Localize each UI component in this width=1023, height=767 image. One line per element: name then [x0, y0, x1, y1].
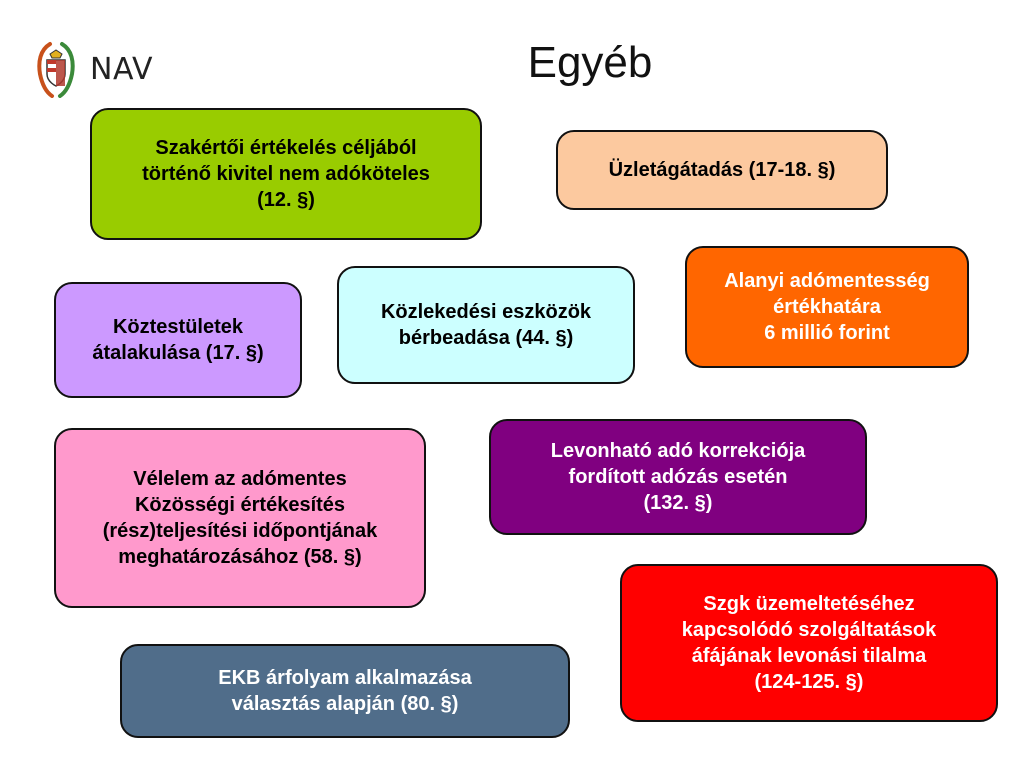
box-car-services: Szgk üzemeltetéséhez kapcsolódó szolgált…	[620, 564, 998, 722]
nav-logo-text: NAV	[90, 52, 154, 87]
box-bodies-line-2: átalakulása (17. §)	[92, 342, 264, 364]
box-vehicle-line-2: bérbeadása (44. §)	[398, 327, 574, 349]
box-car-line-2: kapcsolódó szolgáltatások	[681, 619, 937, 641]
box-ecb-rate: EKB árfolyam alkalmazása választás alapj…	[120, 644, 570, 738]
box-expert-line-1: Szakértői értékelés céljából	[155, 137, 417, 159]
box-presumption-line-1: Vélelem az adómentes	[133, 468, 347, 490]
box-presumption-line-3: (rész)teljesítési időpontjának	[102, 520, 378, 542]
nav-emblem-icon	[37, 42, 75, 98]
box-exemption-line-1: Alanyi adómentesség	[724, 270, 930, 292]
box-presumption-line-2: Közösségi értékesítés	[134, 494, 346, 516]
box-deductible-correction: Levonható adó korrekciója fordított adóz…	[489, 419, 867, 535]
nav-logo: NAV	[36, 40, 176, 100]
box-deductible-line-2: fordított adózás esetén	[568, 466, 788, 488]
box-vehicle-rental: Közlekedési eszközök bérbeadása (44. §)	[337, 266, 635, 384]
box-public-bodies: Köztestületek átalakulása (17. §)	[54, 282, 302, 398]
box-expert-line-3: (12. §)	[257, 189, 315, 211]
box-presumption-line-4: meghatározásához (58. §)	[118, 546, 362, 568]
box-transfer-line-1: Üzletágátadás (17-18. §)	[608, 159, 836, 181]
box-business-transfer: Üzletágátadás (17-18. §)	[556, 130, 888, 210]
box-exemption-threshold: Alanyi adómentesség értékhatára 6 millió…	[685, 246, 969, 368]
box-exemption-line-3: 6 millió forint	[764, 322, 890, 344]
box-ecb-line-1: EKB árfolyam alkalmazása	[218, 667, 472, 689]
box-vehicle-line-1: Közlekedési eszközök	[380, 301, 592, 323]
box-deductible-line-1: Levonható adó korrekciója	[550, 440, 806, 462]
page-title: Egyéb	[527, 38, 653, 87]
box-deductible-line-3: (132. §)	[643, 492, 713, 514]
box-ecb-line-2: választás alapján (80. §)	[231, 693, 459, 715]
box-presumption: Vélelem az adómentes Közösségi értékesít…	[54, 428, 426, 608]
box-car-line-3: áfájának levonási tilalma	[691, 645, 927, 667]
box-bodies-line-1: Köztestületek	[112, 316, 244, 338]
box-car-line-4: (124-125. §)	[754, 671, 864, 693]
box-car-line-1: Szgk üzemeltetéséhez	[703, 593, 915, 615]
box-exemption-line-2: értékhatára	[773, 296, 881, 318]
box-expert-line-2: történő kivitel nem adóköteles	[142, 163, 430, 185]
box-expert-export: Szakértői értékelés céljából történő kiv…	[90, 108, 482, 240]
